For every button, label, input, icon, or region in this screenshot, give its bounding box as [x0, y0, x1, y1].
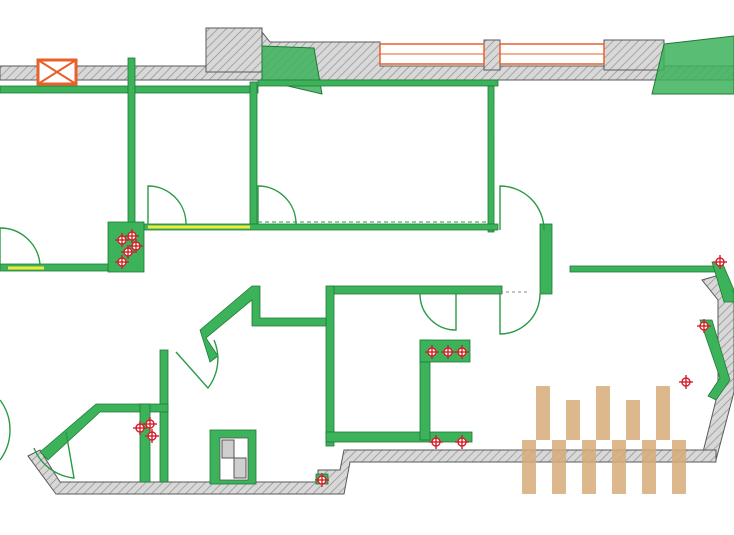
logo-bar — [612, 440, 626, 494]
red-fixture-icon — [425, 345, 439, 359]
logo-bar — [672, 440, 686, 494]
wall-lobby-vertical — [159, 349, 169, 483]
wall-lobby-angled — [199, 285, 327, 363]
door-swing-3 — [0, 227, 41, 265]
wall-vertical-a — [127, 57, 136, 229]
top-facade-pier-mid — [483, 39, 501, 71]
window-wedges — [261, 35, 734, 95]
interior-walls — [0, 57, 734, 485]
red-fixture-icon — [133, 421, 147, 435]
top-facade-pier-left — [205, 27, 263, 73]
logo-bar — [582, 440, 596, 494]
red-fixture-icon — [129, 239, 143, 253]
red-fixture-icon — [455, 345, 469, 359]
wall-lower-left-angled — [39, 403, 169, 461]
logo-bar — [566, 400, 580, 440]
wall-bath-bottom — [325, 431, 473, 443]
logo-bar — [626, 400, 640, 440]
door-swing-9 — [0, 399, 11, 461]
bottom-facade-wall — [27, 449, 717, 495]
wall-mid-horizontal — [329, 285, 503, 295]
window-wedge-right — [651, 35, 734, 95]
red-fixture-icon — [429, 435, 443, 449]
logo-bar — [596, 386, 610, 440]
orange-window-icon — [36, 58, 78, 86]
door-swing-1 — [147, 185, 187, 225]
logo-bar — [656, 386, 670, 440]
red-fixture-icon — [115, 233, 129, 247]
red-fixture-icon — [143, 417, 157, 431]
red-fixture-icon — [125, 229, 139, 243]
wall-mid-vertical — [325, 285, 335, 447]
red-fixture-icon — [121, 245, 135, 259]
wall-vertical-b — [249, 81, 258, 229]
red-fixture-icon — [679, 375, 693, 389]
logo-bars-icon — [522, 386, 686, 494]
wall-right-stub — [539, 223, 553, 295]
door-swing-6 — [419, 293, 457, 331]
window-wedge-left — [261, 45, 323, 95]
logo-bar — [552, 440, 566, 494]
wall-diagonal-right-lower — [699, 319, 731, 401]
top-facade-pier-right — [603, 39, 665, 71]
door-swing-2 — [257, 185, 297, 225]
wall-vertical-c — [487, 85, 495, 233]
wall-lower-stub — [139, 403, 151, 483]
red-fixture-icon — [455, 435, 469, 449]
thresholds — [8, 90, 530, 293]
lift-shaft — [221, 439, 247, 479]
logo-bar — [536, 386, 550, 440]
logo-bar — [642, 440, 656, 494]
red-fixture-icon — [115, 255, 129, 269]
red-fixture-icon — [697, 319, 711, 333]
red-fixture-icon — [713, 255, 727, 269]
fixtures — [115, 229, 727, 487]
door-swing-7 — [175, 339, 219, 390]
door-swing-4 — [499, 185, 545, 231]
wall-top-corridor-right — [257, 79, 499, 87]
wall-right-horizontal — [569, 265, 721, 273]
red-fixture-icon — [441, 345, 455, 359]
door-swing-8 — [33, 431, 75, 479]
red-fixture-icon — [315, 473, 329, 487]
door-swing-5 — [499, 293, 541, 335]
logo-bar — [522, 440, 536, 494]
red-fixture-icon — [145, 429, 159, 443]
